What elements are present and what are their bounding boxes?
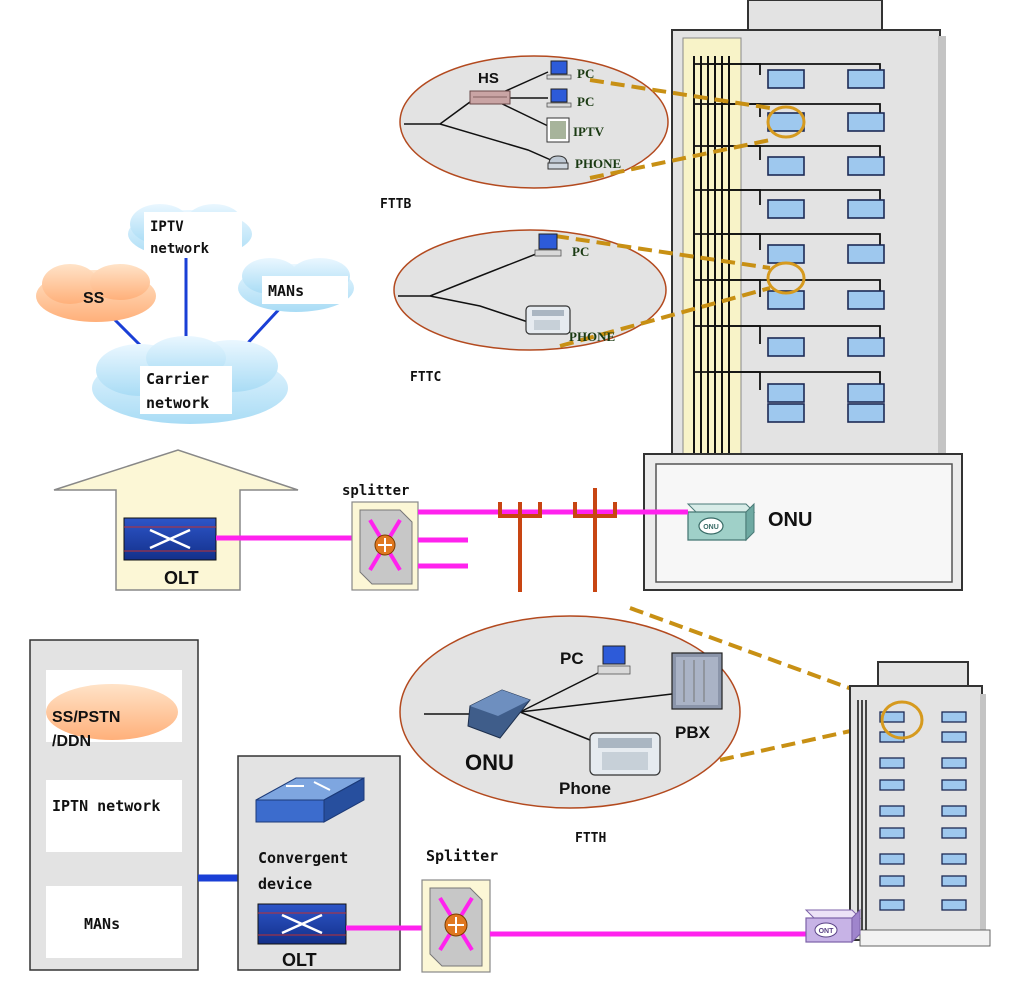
fttc-device-label-pc: PC <box>572 244 589 259</box>
fttc-label: FTTC <box>410 370 441 385</box>
home-building <box>849 661 991 947</box>
hs-switch-icon <box>469 90 511 105</box>
phone-icon <box>547 155 569 170</box>
ftth-pbx-label: PBX <box>675 723 711 742</box>
carrier-cloud-label-line1: Carrier <box>146 370 209 388</box>
utility-poles <box>498 488 617 592</box>
ss-cloud-label: SS <box>83 290 105 307</box>
core-network-panel <box>29 639 199 971</box>
iptn-network-box <box>46 780 182 852</box>
ss-cloud <box>36 264 156 322</box>
tower-building <box>643 0 963 591</box>
iptv-cloud-label-line1: IPTV <box>150 219 184 235</box>
iptv-cloud-label-line2: network <box>150 241 210 257</box>
fttb-label: FTTB <box>380 197 411 212</box>
convergent-switch-icon <box>255 777 365 823</box>
ont-device <box>804 908 862 944</box>
carrier-network-cloud <box>92 336 288 424</box>
fttb-bubble <box>399 55 771 189</box>
ss-pstn-label-line2: /DDN <box>52 733 91 750</box>
fttc-device-label-phone: PHONE <box>569 329 615 344</box>
bottom-olt-device <box>257 903 347 945</box>
onu-modem-icon <box>467 689 531 739</box>
mans-cloud <box>238 258 354 312</box>
iptv-network-cloud <box>128 204 252 258</box>
top-splitter-label: splitter <box>342 483 409 499</box>
bottom-olt-label: OLT <box>282 950 317 970</box>
pc-icon <box>546 88 572 108</box>
convergent-label-line2: device <box>258 875 312 893</box>
ftth-zoom-circle <box>880 700 924 740</box>
fttb-device-label-iptv: IPTV <box>573 124 605 139</box>
top-onu-label: ONU <box>768 509 812 531</box>
bottom-splitter <box>421 879 491 973</box>
svg-text:ONU: ONU <box>703 524 719 531</box>
iptv-icon <box>546 117 570 143</box>
hs-label: HS <box>478 70 499 87</box>
iptn-network-label: IPTN network <box>52 797 160 815</box>
bottom-splitter-label: Splitter <box>426 847 498 865</box>
top-olt-device <box>123 517 217 561</box>
mans-box <box>46 886 182 958</box>
ftth-phone-label: Phone <box>559 779 611 798</box>
top-onu: ONU <box>686 502 756 542</box>
pbx-icon <box>671 652 723 710</box>
pc-icon <box>597 645 631 675</box>
phone-icon <box>525 305 571 335</box>
convergent-device-panel <box>237 755 401 971</box>
ss-pstn-ddn-box <box>46 670 182 742</box>
fttb-device-label-pc: PC <box>577 66 594 81</box>
phone-icon <box>589 732 661 776</box>
pc-icon <box>534 233 562 257</box>
ftth-label: FTTH <box>575 831 606 846</box>
ss-pstn-label-line1: SS/PSTN <box>52 709 120 726</box>
fttb-zoom-circle <box>766 105 806 139</box>
bottom-mans-label: MANs <box>84 915 120 933</box>
fttb-device-label-phone: PHONE <box>575 156 621 171</box>
riser-fibers <box>693 56 730 492</box>
fttc-bubble <box>393 229 771 351</box>
mans-cloud-label: MANs <box>268 282 304 300</box>
top-splitter <box>351 501 419 591</box>
fttb-device-label-pc: PC <box>577 94 594 109</box>
top-olt-label: OLT <box>164 568 199 588</box>
carrier-cloud-label-line2: network <box>146 394 209 412</box>
ont-device-label: ONT <box>819 928 835 935</box>
fttc-zoom-circle <box>766 261 806 295</box>
pc-icon <box>546 60 572 80</box>
ftth-bubble <box>399 606 883 809</box>
convergent-label-line1: Convergent <box>258 849 348 867</box>
ftth-pc-label: PC <box>560 649 584 668</box>
ftth-onu-label: ONU <box>465 750 514 775</box>
fiber-splitter-outputs <box>418 509 688 569</box>
